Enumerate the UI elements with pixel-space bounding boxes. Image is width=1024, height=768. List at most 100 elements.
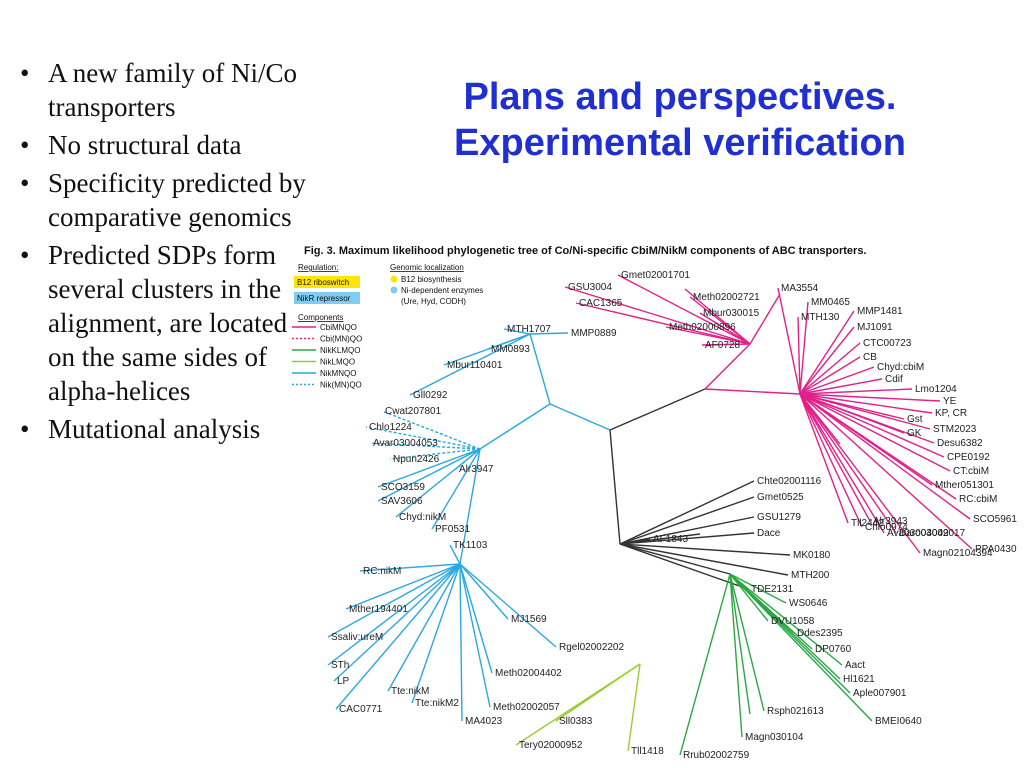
leaf-label: PPA0430 (975, 544, 1017, 555)
tree-branch (409, 333, 531, 396)
tree-branch (619, 496, 755, 545)
tree-branch (515, 663, 641, 746)
tree-branch (799, 393, 971, 520)
tree-branch (619, 516, 755, 545)
tree-branch (729, 573, 743, 738)
leaf-label: AF0728 (705, 340, 740, 351)
tree-branch (704, 388, 801, 395)
leaf-label: CTC00723 (863, 338, 912, 349)
tree-branch (729, 573, 769, 622)
tree-branch (395, 448, 481, 518)
tree-branch (617, 274, 751, 345)
tree-branch (459, 563, 557, 648)
leaf-label: AF1843 (653, 534, 688, 545)
legend-dot (390, 286, 398, 294)
leaf-label: SCO5961 (973, 514, 1017, 525)
leaf-label: STh (331, 660, 349, 671)
legend-dot (390, 275, 398, 283)
legend-component-label: CbiMNQO (320, 323, 357, 332)
leaf-label: Npun2426 (393, 454, 440, 465)
legend-localization-label: (Ure, Hyd, CODH) (401, 297, 466, 306)
leaf-label: Lmo1204 (915, 384, 957, 395)
leaf-label: Ssaliv:ureM (331, 632, 383, 643)
tree-branch (619, 543, 749, 590)
slide-title-line: Experimental verification (454, 122, 906, 164)
leaf-label: DVU1058 (771, 616, 815, 627)
leaf-label: GSU3004 (568, 282, 612, 293)
tree-branch (377, 448, 481, 488)
legend-regulation-label: B12 riboswitch (297, 278, 349, 287)
tree-branch (799, 393, 935, 444)
leaf-label: Chlo1224 (369, 422, 412, 433)
legend-swatch (294, 276, 360, 288)
leaf-label: CAC1365 (579, 298, 623, 309)
tree-branch (381, 410, 481, 450)
leaf-label: Tte:nikM2 (415, 698, 459, 709)
tree-branch (619, 538, 651, 545)
tree-branch (609, 429, 621, 545)
tree-branch (799, 326, 855, 395)
leaf-label: MMP1481 (857, 306, 903, 317)
tree-branch (729, 573, 765, 712)
leaf-label: MJ1091 (857, 322, 893, 333)
tree-branch (365, 426, 481, 450)
tree-branch (389, 448, 481, 460)
tree-branch (327, 563, 461, 638)
tree-branch (665, 326, 751, 345)
tree-branch (411, 563, 461, 704)
leaf-label: Tte:nikM (391, 686, 429, 697)
leaf-label: Mbur030015 (703, 308, 760, 319)
leaf-label: SCO3159 (381, 482, 425, 493)
tree-branch (797, 316, 801, 395)
leaf-label: BMEI0640 (875, 716, 922, 727)
tree-branch (799, 378, 883, 395)
legend-localization-label: B12 biosynthesis (401, 275, 461, 284)
tree-branch (443, 333, 531, 366)
tree-branch (799, 393, 863, 528)
tree-labels: Gmet02001701GSU3004CAC1365MA3554Meth0200… (331, 270, 1017, 761)
tree-branch (345, 563, 461, 610)
leaf-label: Mbur110401 (447, 360, 503, 371)
leaf-label: MTH130 (801, 312, 840, 323)
tree-branch (799, 310, 855, 395)
leaf-label: Aact (845, 660, 865, 671)
leaf-label: CT:cbiM (953, 466, 989, 477)
leaf-label: YE (943, 396, 957, 407)
leaf-label: RC:nikM (363, 566, 401, 577)
tree-branch (689, 296, 751, 345)
leaf-label: Mther194401 (349, 604, 408, 615)
tree-branch (729, 573, 751, 715)
leaf-label: Cwat207801 (385, 406, 442, 417)
tree-branch (749, 293, 781, 345)
leaf-label: Rgel02002202 (559, 642, 624, 653)
leaf-label: Desu6382 (937, 438, 983, 449)
tree-branch (699, 312, 751, 345)
legend-components-title: Components (298, 313, 343, 322)
leaf-label: Chyd:nikM (399, 512, 446, 523)
tree-branch (359, 563, 461, 572)
tree-branch (529, 333, 551, 405)
leaf-label: Gmet02001701 (621, 270, 690, 281)
leaf-label: STM2023 (933, 424, 977, 435)
leaf-label: Avar03004053 (373, 438, 438, 449)
leaf-label: Meth02002057 (493, 702, 560, 713)
bullet-item: Mutational analysis (12, 412, 312, 446)
leaf-label: Chlo0974 (865, 522, 908, 533)
leaf-label: Rrub02002759 (683, 750, 750, 761)
tree-branch (564, 286, 751, 345)
leaf-label: Ddes2395 (797, 628, 843, 639)
tree-branch (729, 573, 787, 604)
tree-branch (335, 563, 461, 710)
phylogenetic-tree-figure: Fig. 3. Maximum likelihood phylogenetic … (292, 245, 1017, 761)
legend-localization-label: Ni-dependent enzymes (401, 286, 483, 295)
leaf-label: RC:cbiM (959, 494, 997, 505)
tree-branch (799, 393, 973, 550)
figure-caption: Fig. 3. Maximum likelihood phylogenetic … (304, 245, 867, 257)
tree-branch (619, 543, 791, 556)
tree-branch (799, 366, 875, 395)
tree-branch (503, 328, 531, 335)
tree-branch (799, 393, 897, 534)
leaf-label: Tll1418 (631, 746, 664, 757)
leaf-label: Dace (757, 528, 781, 539)
tree-branch (459, 563, 463, 722)
